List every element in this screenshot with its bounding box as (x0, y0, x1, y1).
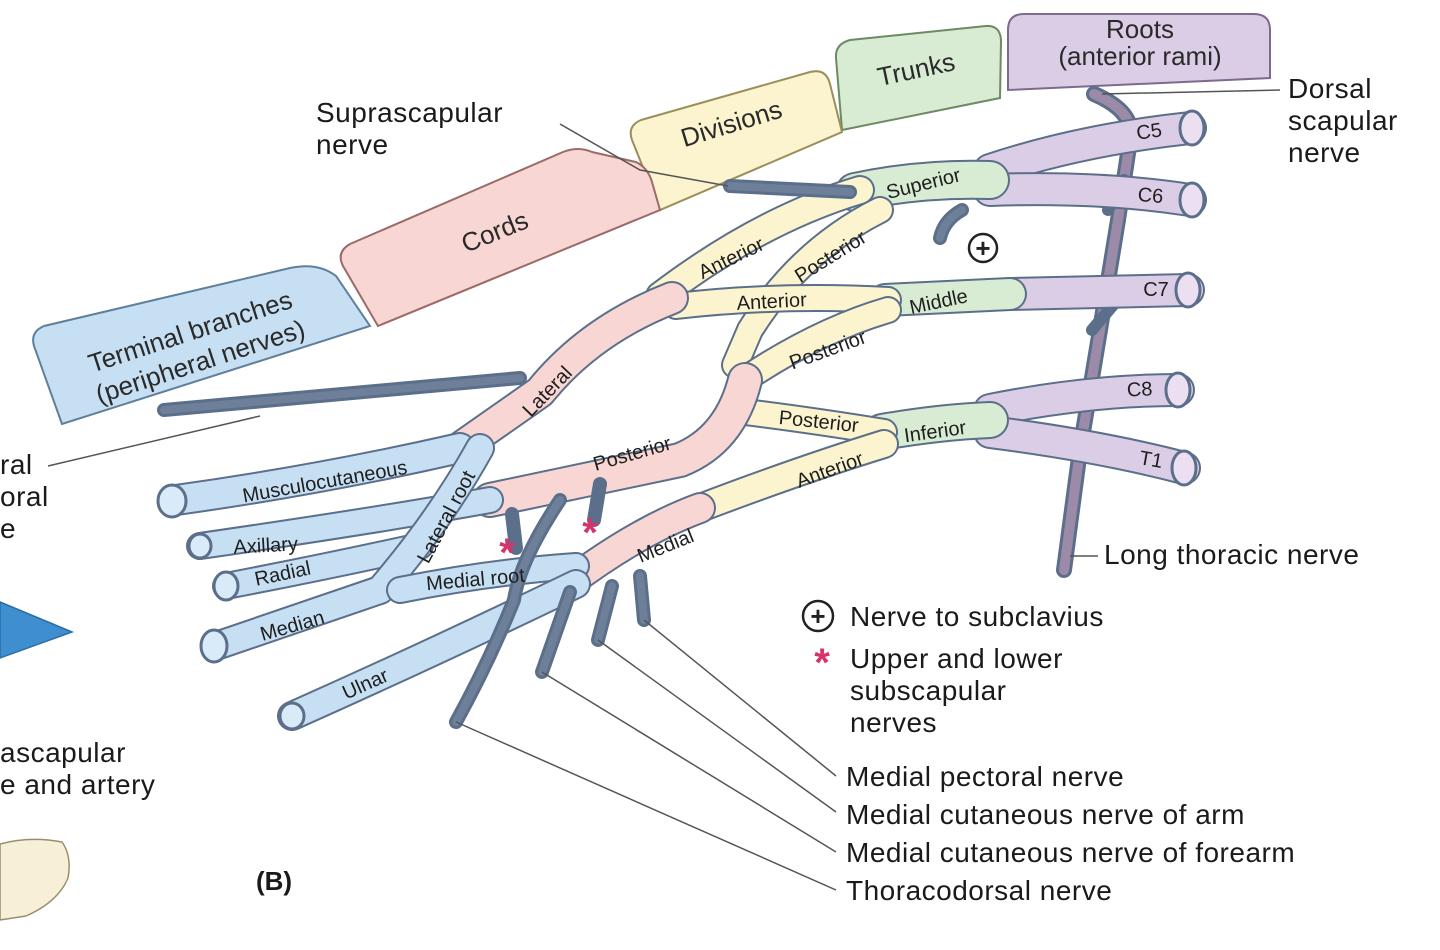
header-roots-line1: Roots (1106, 14, 1174, 44)
roots-group (973, 109, 1207, 487)
leader-lines (47, 89, 1281, 891)
root-label-c6: C6 (1137, 184, 1164, 208)
terminal-group (156, 432, 591, 731)
division-label-middle-anterior: Anterior (736, 289, 807, 315)
subclavius-marker: + (967, 232, 999, 264)
left-cropped-art (0, 601, 75, 921)
cut-label-suprascapular-line1: ascapular (0, 737, 126, 768)
cut-label-line1: ral (0, 449, 33, 480)
root-label-c7: C7 (1143, 279, 1169, 301)
dorsal-scapular-line2: scapular (1288, 105, 1398, 136)
plus-icon: + (810, 601, 825, 631)
legend-subscapular-line1: Upper and lower (850, 643, 1063, 674)
suprascapular-line1: Suprascapular (316, 97, 503, 128)
small-branches (157, 179, 969, 729)
legend: + Nerve to subclavius * Upper and lower … (801, 599, 1104, 738)
legend-subclavius: + Nerve to subclavius (801, 599, 1104, 633)
markers: + * * (499, 232, 999, 575)
bone-shape-icon (0, 838, 70, 921)
dorsal-scapular-line3: nerve (1288, 137, 1361, 168)
star-icon: * (582, 511, 598, 555)
header-divisions: Divisions (629, 70, 844, 212)
legend-subscapular: * Upper and lower subscapular nerves (814, 641, 1063, 738)
root-label-c8: C8 (1126, 378, 1153, 401)
medial-pectoral-label: Medial pectoral nerve (846, 761, 1124, 792)
medial-cutaneous-forearm-label: Medial cutaneous nerve of forearm (846, 837, 1295, 868)
plus-icon: + (975, 233, 990, 263)
header-tabs: Roots (anterior rami) Trunks Divisions C… (32, 13, 1271, 426)
thoracodorsal-label: Thoracodorsal nerve (846, 875, 1112, 906)
terminal-label-axillary: Axillary (233, 533, 299, 558)
legend-subclavius-label: Nerve to subclavius (850, 601, 1104, 632)
cut-label-suprascapular-line2: e and artery (0, 769, 155, 800)
spinal-branches (1056, 86, 1139, 578)
suprascapular-line2: nerve (316, 129, 389, 160)
header-roots-line2: (anterior rami) (1058, 41, 1221, 71)
root-label-t1: T1 (1138, 447, 1165, 473)
header-cords: Cords (339, 148, 662, 328)
division-label-inferior-posterior: Posterior (778, 407, 860, 437)
cut-label-line2: oral (0, 481, 49, 512)
dorsal-scapular-line1: Dorsal (1288, 73, 1372, 104)
plexus-nerves (156, 109, 1207, 731)
panel-label: (B) (256, 866, 292, 896)
root-label-c5: C5 (1135, 119, 1163, 144)
legend-subscapular-line3: nerves (850, 707, 937, 738)
header-roots: Roots (anterior rami) (1007, 13, 1271, 92)
header-terminal-branches: Terminal branches (peripheral nerves) (32, 265, 372, 426)
long-thoracic-label: Long thoracic nerve (1104, 539, 1359, 570)
star-icon: * (814, 641, 830, 685)
medial-cutaneous-arm-label: Medial cutaneous nerve of arm (846, 799, 1245, 830)
star-icon: * (499, 531, 515, 575)
callout-labels: Suprascapular nerve Dorsal scapular nerv… (0, 73, 1398, 906)
triangle-shape-icon (0, 601, 75, 659)
header-trunks: Trunks (834, 24, 1003, 132)
legend-subscapular-line2: subscapular (850, 675, 1006, 706)
cut-label-line3: e (0, 513, 16, 544)
